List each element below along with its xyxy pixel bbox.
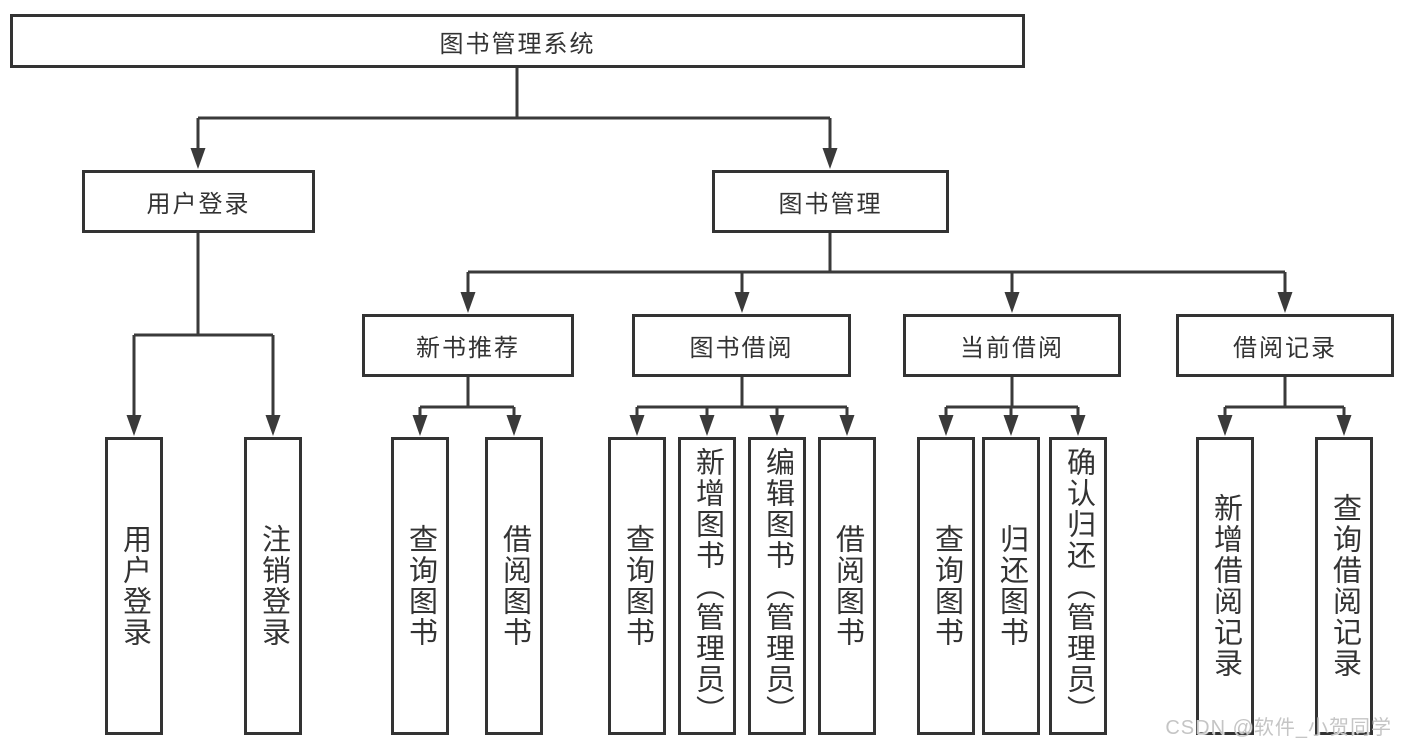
node-book-borrow-label: 图书借阅 [689, 335, 794, 362]
arrow-down-icon [460, 292, 476, 313]
arrow-down-icon [506, 415, 522, 436]
leaf-query-borrow-record-label: 查询借阅记录 [1328, 493, 1361, 679]
node-root-label: 图书管理系统 [439, 30, 596, 58]
node-book-management: 图书管理 [712, 170, 949, 233]
arrow-down-icon [412, 415, 428, 436]
node-new-book-recommend-label: 新书推荐 [416, 335, 520, 362]
leaf-borrow-books-recommend: 借阅图书 [485, 437, 543, 735]
csdn-watermark: CSDN @软件_小贺同学 [1165, 717, 1392, 739]
arrow-down-icon [126, 415, 142, 436]
arrow-down-icon [1217, 415, 1233, 436]
arrow-down-icon [938, 415, 954, 436]
connector-book-borrow-split [635, 377, 849, 417]
leaf-return-book: 归还图书 [982, 437, 1040, 735]
leaf-confirm-return-admin-label: 确认归还（管理员） [1062, 446, 1095, 726]
node-book-management-label: 图书管理 [778, 191, 883, 218]
connector-root-split [196, 68, 832, 150]
connector-book-mgmt-split [466, 233, 1287, 294]
arrow-down-icon [190, 148, 206, 169]
leaf-query-borrow-record: 查询借阅记录 [1315, 437, 1373, 735]
leaf-user-login-label: 用户登录 [118, 524, 151, 648]
arrow-down-icon [629, 415, 645, 436]
connector-borrow-records-split [1223, 377, 1346, 417]
node-borrow-records: 借阅记录 [1176, 314, 1394, 377]
leaf-borrow-books: 借阅图书 [818, 437, 876, 735]
arrow-down-icon [1004, 292, 1020, 313]
arrow-down-icon [839, 415, 855, 436]
arrow-down-icon [699, 415, 715, 436]
leaf-borrow-books-recommend-label: 借阅图书 [498, 524, 531, 648]
arrow-down-icon [769, 415, 785, 436]
leaf-add-book-admin: 新增图书（管理员） [678, 437, 736, 735]
leaf-logout-label: 注销登录 [257, 524, 290, 648]
connector-new-book-split [418, 377, 516, 417]
leaf-query-books-current-label: 查询图书 [930, 524, 963, 648]
arrow-down-icon [1003, 415, 1019, 436]
leaf-add-book-admin-label: 新增图书（管理员） [691, 446, 724, 726]
leaf-query-books-recommend: 查询图书 [391, 437, 449, 735]
arrow-down-icon [1277, 292, 1293, 313]
node-current-borrow-label: 当前借阅 [960, 335, 1064, 362]
leaf-query-books-current: 查询图书 [917, 437, 975, 735]
leaf-edit-book-admin: 编辑图书（管理员） [748, 437, 806, 735]
leaf-add-borrow-record: 新增借阅记录 [1196, 437, 1254, 735]
node-current-borrow: 当前借阅 [903, 314, 1121, 377]
arrow-down-icon [1336, 415, 1352, 436]
leaf-query-books-borrow: 查询图书 [608, 437, 666, 735]
arrow-down-icon [734, 292, 750, 313]
leaf-query-books-recommend-label: 查询图书 [404, 524, 437, 648]
arrowheads [126, 148, 1352, 436]
leaf-confirm-return-admin: 确认归还（管理员） [1049, 437, 1107, 735]
connector-current-borrow-split [944, 377, 1080, 417]
node-borrow-records-label: 借阅记录 [1233, 335, 1337, 362]
node-root: 图书管理系统 [10, 14, 1025, 68]
arrow-down-icon [1070, 415, 1086, 436]
connector-user-login-split [132, 233, 275, 417]
node-book-borrow: 图书借阅 [632, 314, 851, 377]
arrow-down-icon [265, 415, 281, 436]
leaf-add-borrow-record-label: 新增借阅记录 [1209, 493, 1242, 679]
leaf-edit-book-admin-label: 编辑图书（管理员） [761, 446, 794, 726]
leaf-return-book-label: 归还图书 [995, 524, 1028, 648]
node-user-login: 用户登录 [82, 170, 315, 233]
node-user-login-label: 用户登录 [146, 191, 251, 218]
leaf-query-books-borrow-label: 查询图书 [621, 524, 654, 648]
leaf-user-login: 用户登录 [105, 437, 163, 735]
node-new-book-recommend: 新书推荐 [362, 314, 574, 377]
leaf-borrow-books-label: 借阅图书 [831, 524, 864, 648]
arrow-down-icon [822, 148, 838, 169]
leaf-logout: 注销登录 [244, 437, 302, 735]
